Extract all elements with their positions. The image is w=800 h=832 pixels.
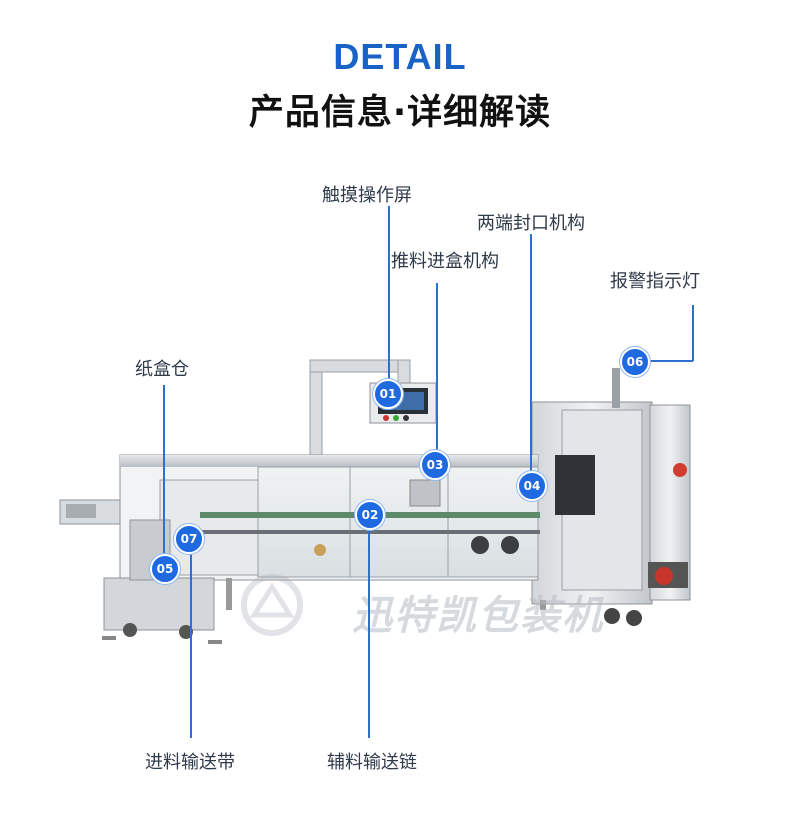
watermark-logo bbox=[241, 574, 303, 636]
leader-line-03 bbox=[436, 283, 438, 453]
label-auxiliary-conveyor-chain: 辅料输送链 bbox=[327, 752, 417, 773]
label-push-into-box: 推料进盒机构 bbox=[391, 251, 499, 272]
leader-line-04 bbox=[530, 234, 532, 474]
callout-dot-03: 03 bbox=[420, 450, 450, 480]
callout-dot-01: 01 bbox=[373, 379, 403, 409]
callout-dot-05: 05 bbox=[150, 554, 180, 584]
leader-line-06-v bbox=[692, 305, 694, 361]
header-title-en: DETAIL bbox=[333, 36, 467, 77]
leader-line-05 bbox=[163, 385, 165, 555]
label-infeed-belt: 进料输送带 bbox=[145, 752, 235, 773]
leader-line-02 bbox=[368, 526, 370, 738]
leader-line-01 bbox=[388, 206, 390, 384]
label-carton-magazine: 纸盒仓 bbox=[135, 359, 189, 380]
leader-line-07 bbox=[190, 550, 192, 738]
callout-dot-02: 02 bbox=[355, 500, 385, 530]
watermark-text: 迅特凯包装机 bbox=[352, 593, 604, 639]
label-alarm-light: 报警指示灯 bbox=[610, 271, 700, 292]
leader-line-06-h bbox=[646, 360, 693, 362]
callout-dot-06: 06 bbox=[620, 347, 650, 377]
header-title-cn: 产品信息·详细解读 bbox=[248, 93, 552, 133]
callout-dot-04: 04 bbox=[517, 471, 547, 501]
label-touch-screen: 触摸操作屏 bbox=[322, 185, 412, 206]
label-end-sealing: 两端封口机构 bbox=[477, 213, 585, 234]
callout-dot-07: 07 bbox=[174, 524, 204, 554]
